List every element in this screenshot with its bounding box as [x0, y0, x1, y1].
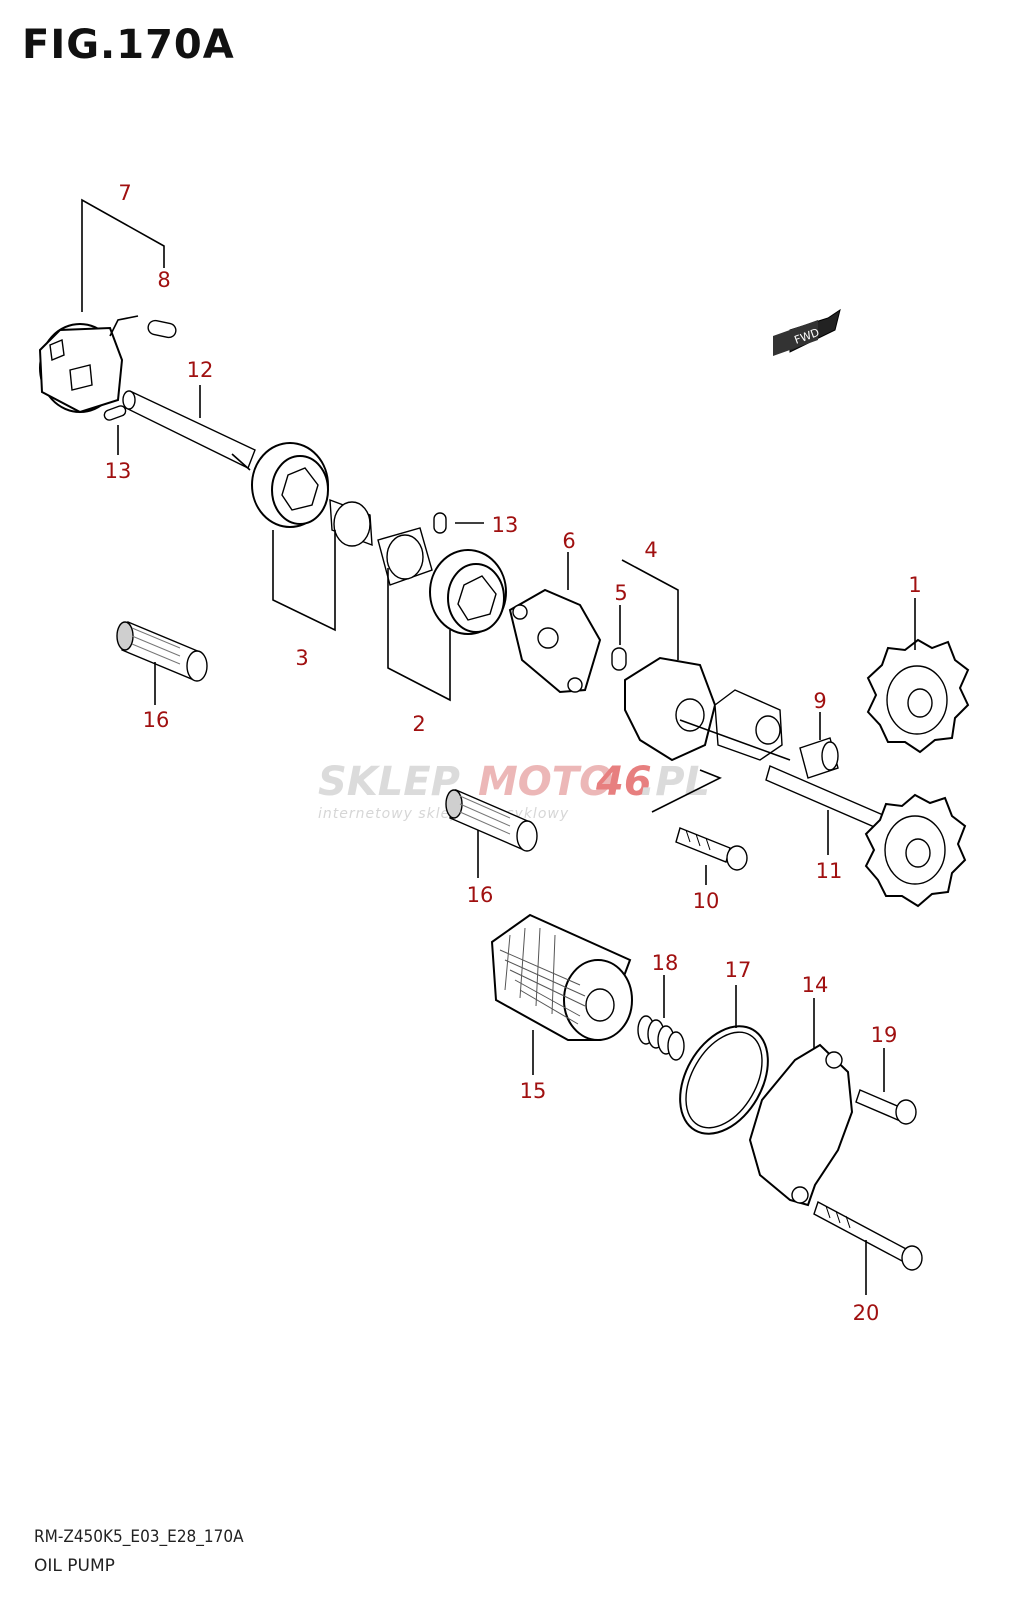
callout-20[interactable]: 20	[853, 1301, 880, 1325]
o-ring-part	[679, 1025, 769, 1135]
spring-part	[637, 1015, 685, 1061]
pin-part-5	[611, 647, 627, 671]
drive-gear-part	[866, 638, 970, 754]
callout-2[interactable]: 2	[412, 712, 425, 736]
callout-17[interactable]: 17	[725, 958, 752, 982]
model-code: RM-Z450K5_E03_E28_170A	[34, 1527, 244, 1547]
callout-1[interactable]: 1	[908, 573, 921, 597]
leader-7-8	[81, 198, 165, 312]
bolt-part-10	[675, 827, 748, 871]
bolt-part-19	[855, 1089, 917, 1125]
section-name: OIL PUMP	[34, 1556, 115, 1576]
callout-13b[interactable]: 13	[492, 513, 519, 537]
callout-7[interactable]: 7	[118, 181, 131, 205]
filter-cap-part	[748, 1043, 854, 1207]
watermark-tagline: internetowy sklep motocyklowy	[318, 806, 569, 822]
leader-3	[272, 530, 336, 632]
rotor-outer-part	[251, 442, 329, 528]
pump-case-part	[38, 315, 139, 414]
callout-10[interactable]: 10	[693, 889, 720, 913]
callout-3[interactable]: 3	[295, 646, 308, 670]
callout-6[interactable]: 6	[562, 529, 575, 553]
callout-16b[interactable]: 16	[467, 883, 494, 907]
figure-title: FIG.170A	[22, 22, 235, 68]
pump-shaft-part	[122, 390, 256, 471]
pump-housing-part	[624, 656, 783, 762]
callout-4[interactable]: 4	[644, 538, 657, 562]
callout-18[interactable]: 18	[652, 951, 679, 975]
callout-5[interactable]: 5	[614, 581, 627, 605]
callout-9[interactable]: 9	[813, 689, 826, 713]
callout-16a[interactable]: 16	[143, 708, 170, 732]
callout-14[interactable]: 14	[802, 973, 829, 997]
callout-12[interactable]: 12	[187, 358, 214, 382]
leader-2	[387, 568, 451, 702]
drive-shaft-part	[679, 719, 891, 833]
leader-4	[621, 559, 679, 660]
collar-part	[799, 737, 839, 779]
callout-19[interactable]: 19	[871, 1023, 898, 1047]
oil-strainer-part	[116, 621, 208, 682]
watermark-brand-a: SKLEP	[318, 759, 460, 805]
watermark-brand-c: 46	[595, 759, 652, 805]
leader-10-upper	[651, 769, 722, 813]
rotor-inner-part	[329, 498, 373, 547]
driven-gear-part	[864, 793, 967, 908]
rotor-outer-part-2	[429, 549, 507, 635]
oil-filter-part	[490, 913, 633, 1041]
watermark: SKLEP MOTO 46 .PL internetowy sklep moto…	[318, 759, 710, 822]
callout-11[interactable]: 11	[816, 859, 843, 883]
pin-part-13	[433, 512, 447, 534]
callout-13a[interactable]: 13	[105, 459, 132, 483]
oil-strainer-part-2	[445, 789, 538, 852]
callout-8[interactable]: 8	[157, 268, 170, 292]
rotor-inner-part-2	[377, 527, 433, 586]
pump-cover-plate-part	[508, 588, 602, 694]
fwd-arrow-icon: FWD	[773, 308, 841, 356]
pin-part-small	[103, 405, 127, 421]
callout-15[interactable]: 15	[520, 1079, 547, 1103]
bolt-part-20	[813, 1200, 923, 1271]
watermark-brand-d: .PL	[640, 759, 710, 805]
pin-part	[147, 319, 177, 339]
watermark-brand-b: MOTO	[478, 759, 613, 805]
